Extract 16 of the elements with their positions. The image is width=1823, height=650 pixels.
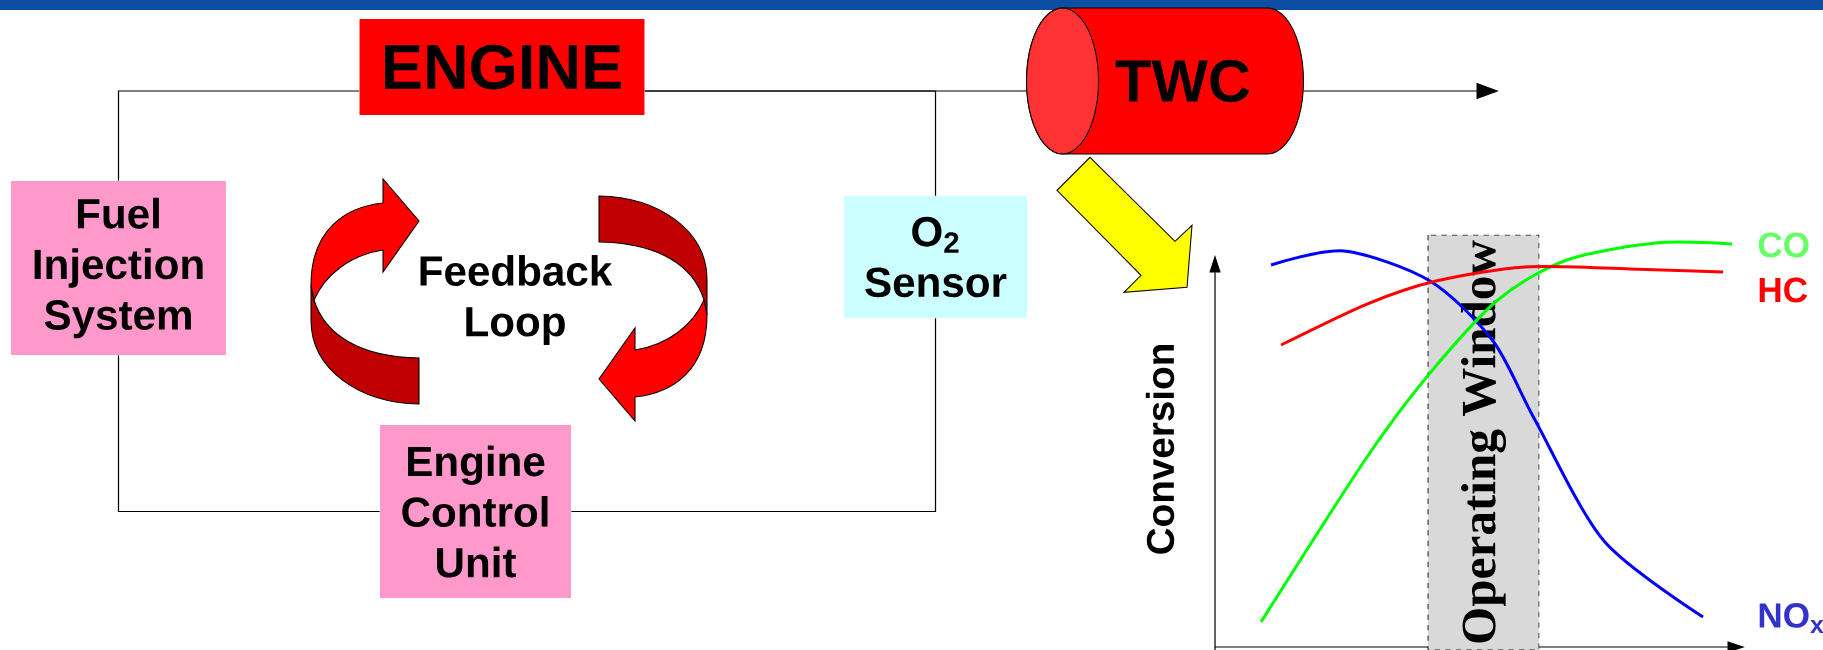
process-box: Fuel Injection System — [11, 181, 226, 355]
connector-line — [570, 317, 937, 513]
connector-line — [117, 354, 381, 513]
connector-line — [117, 90, 360, 182]
cylinder: TWC — [1026, 7, 1305, 155]
curve-label: NO$_{x}$ — [1759, 603, 1823, 633]
curve-label: HC — [1759, 277, 1808, 303]
axis-label: Conversion — [1145, 345, 1175, 554]
operating-window-band: Operating Window — [1427, 234, 1540, 650]
connector-line — [644, 90, 1027, 92]
loop-label: Feedback Loop — [420, 255, 613, 345]
sensor-box: O$_{2}$ Sensor — [844, 196, 1027, 318]
title-box: ENGINE — [359, 19, 645, 115]
curve-label: CO — [1758, 232, 1809, 258]
process-box: Engine Control Unit — [380, 425, 571, 598]
block-arrow — [1056, 156, 1193, 293]
